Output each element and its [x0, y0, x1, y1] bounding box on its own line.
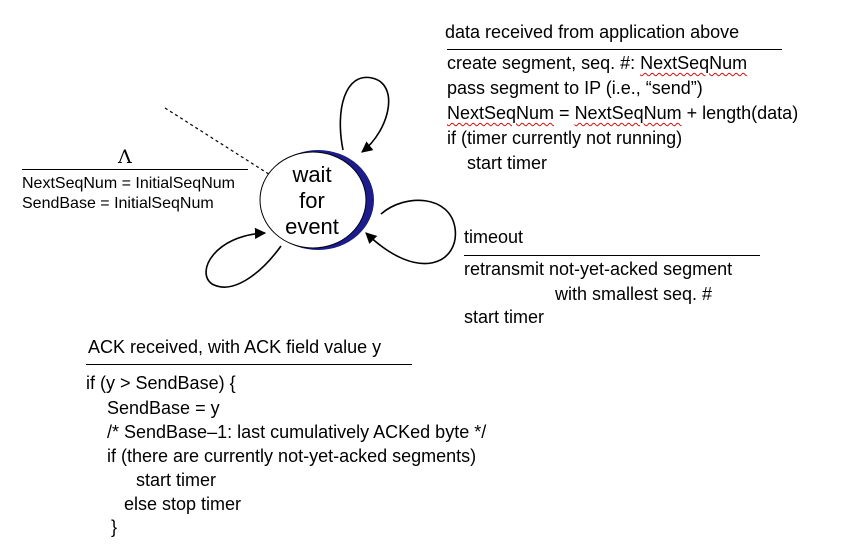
ack-action: SendBase = y	[107, 398, 220, 418]
initial-transition-arrow	[164, 107, 276, 179]
data-action-part: if (timer currently not running)	[447, 128, 683, 148]
state-label-line: wait	[292, 162, 332, 187]
loop-ack-received	[205, 227, 282, 288]
timeout-action: start timer	[464, 307, 545, 327]
data-action-part: NextSeqNum	[447, 103, 555, 123]
state-label: wait for event	[270, 162, 354, 240]
data-action: if (timer currently not running)	[447, 126, 682, 151]
timeout-rule	[464, 255, 760, 256]
state-wait-for-event	[259, 150, 374, 250]
data-action-part: pass segment to IP (i.e., “send”)	[447, 78, 703, 98]
state-label-line: event	[285, 214, 339, 239]
init-event: Λ	[118, 146, 132, 168]
ack-rule	[86, 364, 412, 365]
init-action: NextSeqNum = InitialSeqNum	[22, 175, 235, 192]
ack-action: else stop timer	[124, 494, 242, 514]
timeout-action: retransmit not-yet-acked segment	[464, 259, 733, 279]
ack-action: }	[111, 517, 118, 537]
data-action: create segment, seq. #: NextSeqNum	[447, 51, 747, 76]
data-rule	[447, 49, 782, 50]
init-rule	[22, 169, 248, 170]
data-action-part: NextSeqNum	[574, 103, 682, 123]
ack-action: if (there are currently not-yet-acked se…	[107, 446, 477, 466]
data-action-part: create segment, seq. #:	[447, 53, 641, 73]
ack-action: start timer	[136, 470, 217, 490]
ack-action: if (y > SendBase) {	[86, 373, 236, 393]
data-action-part: NextSeqNum	[640, 53, 748, 73]
data-action-part: =	[554, 103, 575, 123]
data-action: NextSeqNum = NextSeqNum + length(data)	[447, 101, 798, 126]
state-label-line: for	[299, 188, 325, 213]
ack-event: ACK received, with ACK field value y	[88, 337, 382, 357]
init-action: SendBase = InitialSeqNum	[22, 195, 214, 212]
ack-action: /* SendBase–1: last cumulatively ACKed b…	[107, 422, 487, 442]
loop-data-received	[339, 76, 390, 153]
loop-timeout	[365, 199, 457, 265]
timeout-action: with smallest seq. #	[555, 284, 713, 304]
data-action: start timer	[447, 151, 547, 176]
data-action-part: start timer	[447, 153, 548, 173]
timeout-event: timeout	[464, 227, 524, 247]
data-action-part: + length(data)	[681, 103, 799, 123]
data-event: data received from application above	[445, 22, 740, 42]
data-action: pass segment to IP (i.e., “send”)	[447, 76, 703, 101]
